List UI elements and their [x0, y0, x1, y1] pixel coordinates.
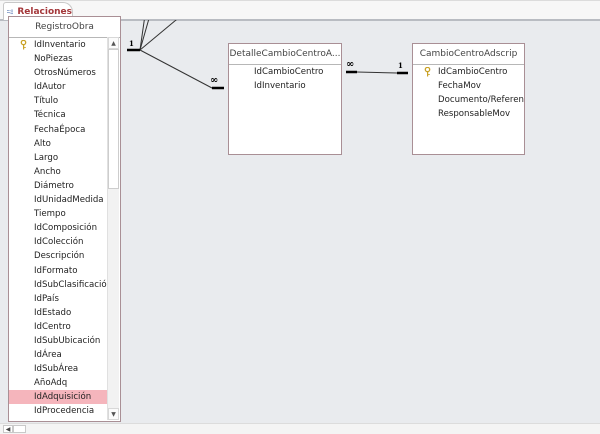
- field-row[interactable]: Diámetro: [9, 179, 120, 193]
- field-name: IdAutor: [34, 82, 66, 93]
- field-name: IdInventario: [34, 40, 86, 50]
- field-name: Ancho: [34, 166, 61, 177]
- field-row[interactable]: IdSubClasificación: [9, 278, 120, 292]
- field-name: IdCambioCentro: [438, 67, 508, 77]
- field-row[interactable]: Ancho: [9, 165, 120, 179]
- scroll-down-button[interactable]: ▼: [108, 408, 119, 420]
- field-name: IdFormato: [34, 265, 78, 276]
- field-row[interactable]: IdCambioCentro: [413, 65, 524, 79]
- field-name: Alto: [34, 138, 51, 149]
- field-name: IdPaís: [34, 293, 59, 304]
- field-name: IdEstado: [34, 307, 72, 318]
- field-name: IdCentro: [34, 321, 71, 332]
- scroll-up-button[interactable]: ▲: [108, 37, 119, 49]
- field-row[interactable]: IdSubÁrea: [9, 362, 120, 376]
- horizontal-scrollbar[interactable]: ◀: [0, 423, 600, 434]
- field-name: OtrosNúmeros: [34, 68, 96, 79]
- scroll-thumb[interactable]: [108, 49, 119, 189]
- primary-key-icon: [424, 67, 431, 77]
- field-name: IdAdquisición: [34, 392, 92, 403]
- field-name: NoPiezas: [34, 54, 73, 65]
- relationship-lines: [127, 20, 408, 90]
- field-row[interactable]: FechaMov: [413, 79, 524, 93]
- field-name: IdÁrea: [34, 350, 62, 361]
- field-row[interactable]: Técnica: [9, 108, 120, 122]
- field-name: IdSubClasificación: [34, 279, 113, 290]
- field-name: IdColección: [34, 237, 84, 248]
- relationships-icon: [7, 9, 14, 14]
- relationship-line: [356, 71, 398, 74]
- field-name: FechaÉpoca: [34, 124, 86, 135]
- relationships-canvas[interactable]: 1 ∞ ∞ 1: [0, 20, 600, 423]
- field-row[interactable]: IdInventario: [229, 79, 341, 93]
- field-name: ResponsableMov: [438, 109, 511, 120]
- field-name: Técnica: [34, 110, 66, 121]
- field-row[interactable]: Alto: [9, 137, 120, 151]
- vertical-scrollbar[interactable]: ▲ ▼: [107, 37, 119, 420]
- field-row[interactable]: Tiempo: [9, 207, 120, 221]
- field-row[interactable]: IdSubUbicación: [9, 334, 120, 348]
- relationship-line: [139, 20, 150, 51]
- field-row[interactable]: IdInventario: [9, 38, 120, 52]
- field-row[interactable]: IdUnidadMedida: [9, 193, 120, 207]
- field-row[interactable]: Título: [9, 94, 120, 108]
- field-name: Documento/Referenc: [438, 95, 524, 106]
- relationship-line: [139, 49, 213, 89]
- relationship-many-label: ∞: [346, 59, 355, 70]
- relationship-many-label: ∞: [210, 75, 219, 86]
- field-row[interactable]: OtrosNúmeros: [9, 66, 120, 80]
- field-row[interactable]: IdCentro: [9, 320, 120, 334]
- field-name: IdComposición: [34, 223, 98, 234]
- field-row[interactable]: IdÁrea: [9, 348, 120, 362]
- relationship-one-label: 1: [398, 61, 403, 70]
- field-row[interactable]: Largo: [9, 151, 120, 165]
- field-row[interactable]: FechaÉpoca: [9, 123, 120, 137]
- field-name: IdSubÁrea: [34, 364, 79, 375]
- field-row[interactable]: ResponsableMov: [413, 107, 524, 121]
- relationship-line: [139, 20, 145, 51]
- field-name: IdUnidadMedida: [34, 195, 104, 206]
- field-name: Largo: [34, 152, 59, 163]
- field-name: Diámetro: [34, 180, 74, 191]
- field-row[interactable]: IdAdquisición: [9, 390, 108, 405]
- field-row[interactable]: IdProcedencia: [9, 404, 120, 418]
- scroll-thumb[interactable]: [13, 425, 26, 433]
- field-row[interactable]: Descripción: [9, 249, 120, 263]
- field-name: IdCambioCentro: [254, 67, 324, 77]
- table-title[interactable]: RegistroObra: [9, 17, 120, 38]
- field-name: Descripción: [34, 251, 85, 262]
- field-row[interactable]: IdPaís: [9, 292, 120, 306]
- field-row[interactable]: IdAutor: [9, 80, 120, 94]
- primary-key-icon: [20, 40, 27, 50]
- field-row[interactable]: AñoAdq: [9, 376, 120, 390]
- scroll-left-button[interactable]: ◀: [3, 425, 13, 433]
- field-row[interactable]: IdCambioCentro: [229, 65, 341, 79]
- field-name: IdSubUbicación: [34, 335, 101, 346]
- field-row[interactable]: IdFormato: [9, 264, 120, 278]
- relationship-line: [139, 20, 177, 51]
- field-row[interactable]: Documento/Referenc: [413, 93, 524, 107]
- table-title[interactable]: DetalleCambioCentroA...: [229, 44, 341, 65]
- relationship-one-label: 1: [129, 39, 134, 48]
- tab-label: Relaciones: [17, 6, 72, 17]
- tab-relaciones[interactable]: Relaciones: [3, 2, 73, 20]
- field-name: FechaMov: [438, 81, 481, 92]
- tab-bar: Relaciones: [0, 0, 600, 21]
- field-row[interactable]: IdColección: [9, 235, 120, 249]
- table-title[interactable]: CambioCentroAdscrip: [413, 44, 524, 65]
- field-name: Tiempo: [34, 209, 66, 220]
- field-name: AñoAdq: [34, 378, 68, 389]
- field-row[interactable]: NoPiezas: [9, 52, 120, 66]
- field-row[interactable]: IdComposición: [9, 221, 120, 235]
- field-name: IdInventario: [254, 81, 306, 92]
- field-name: IdProcedencia: [34, 406, 95, 417]
- field-row[interactable]: IdEstado: [9, 306, 120, 320]
- field-name: Título: [34, 96, 59, 107]
